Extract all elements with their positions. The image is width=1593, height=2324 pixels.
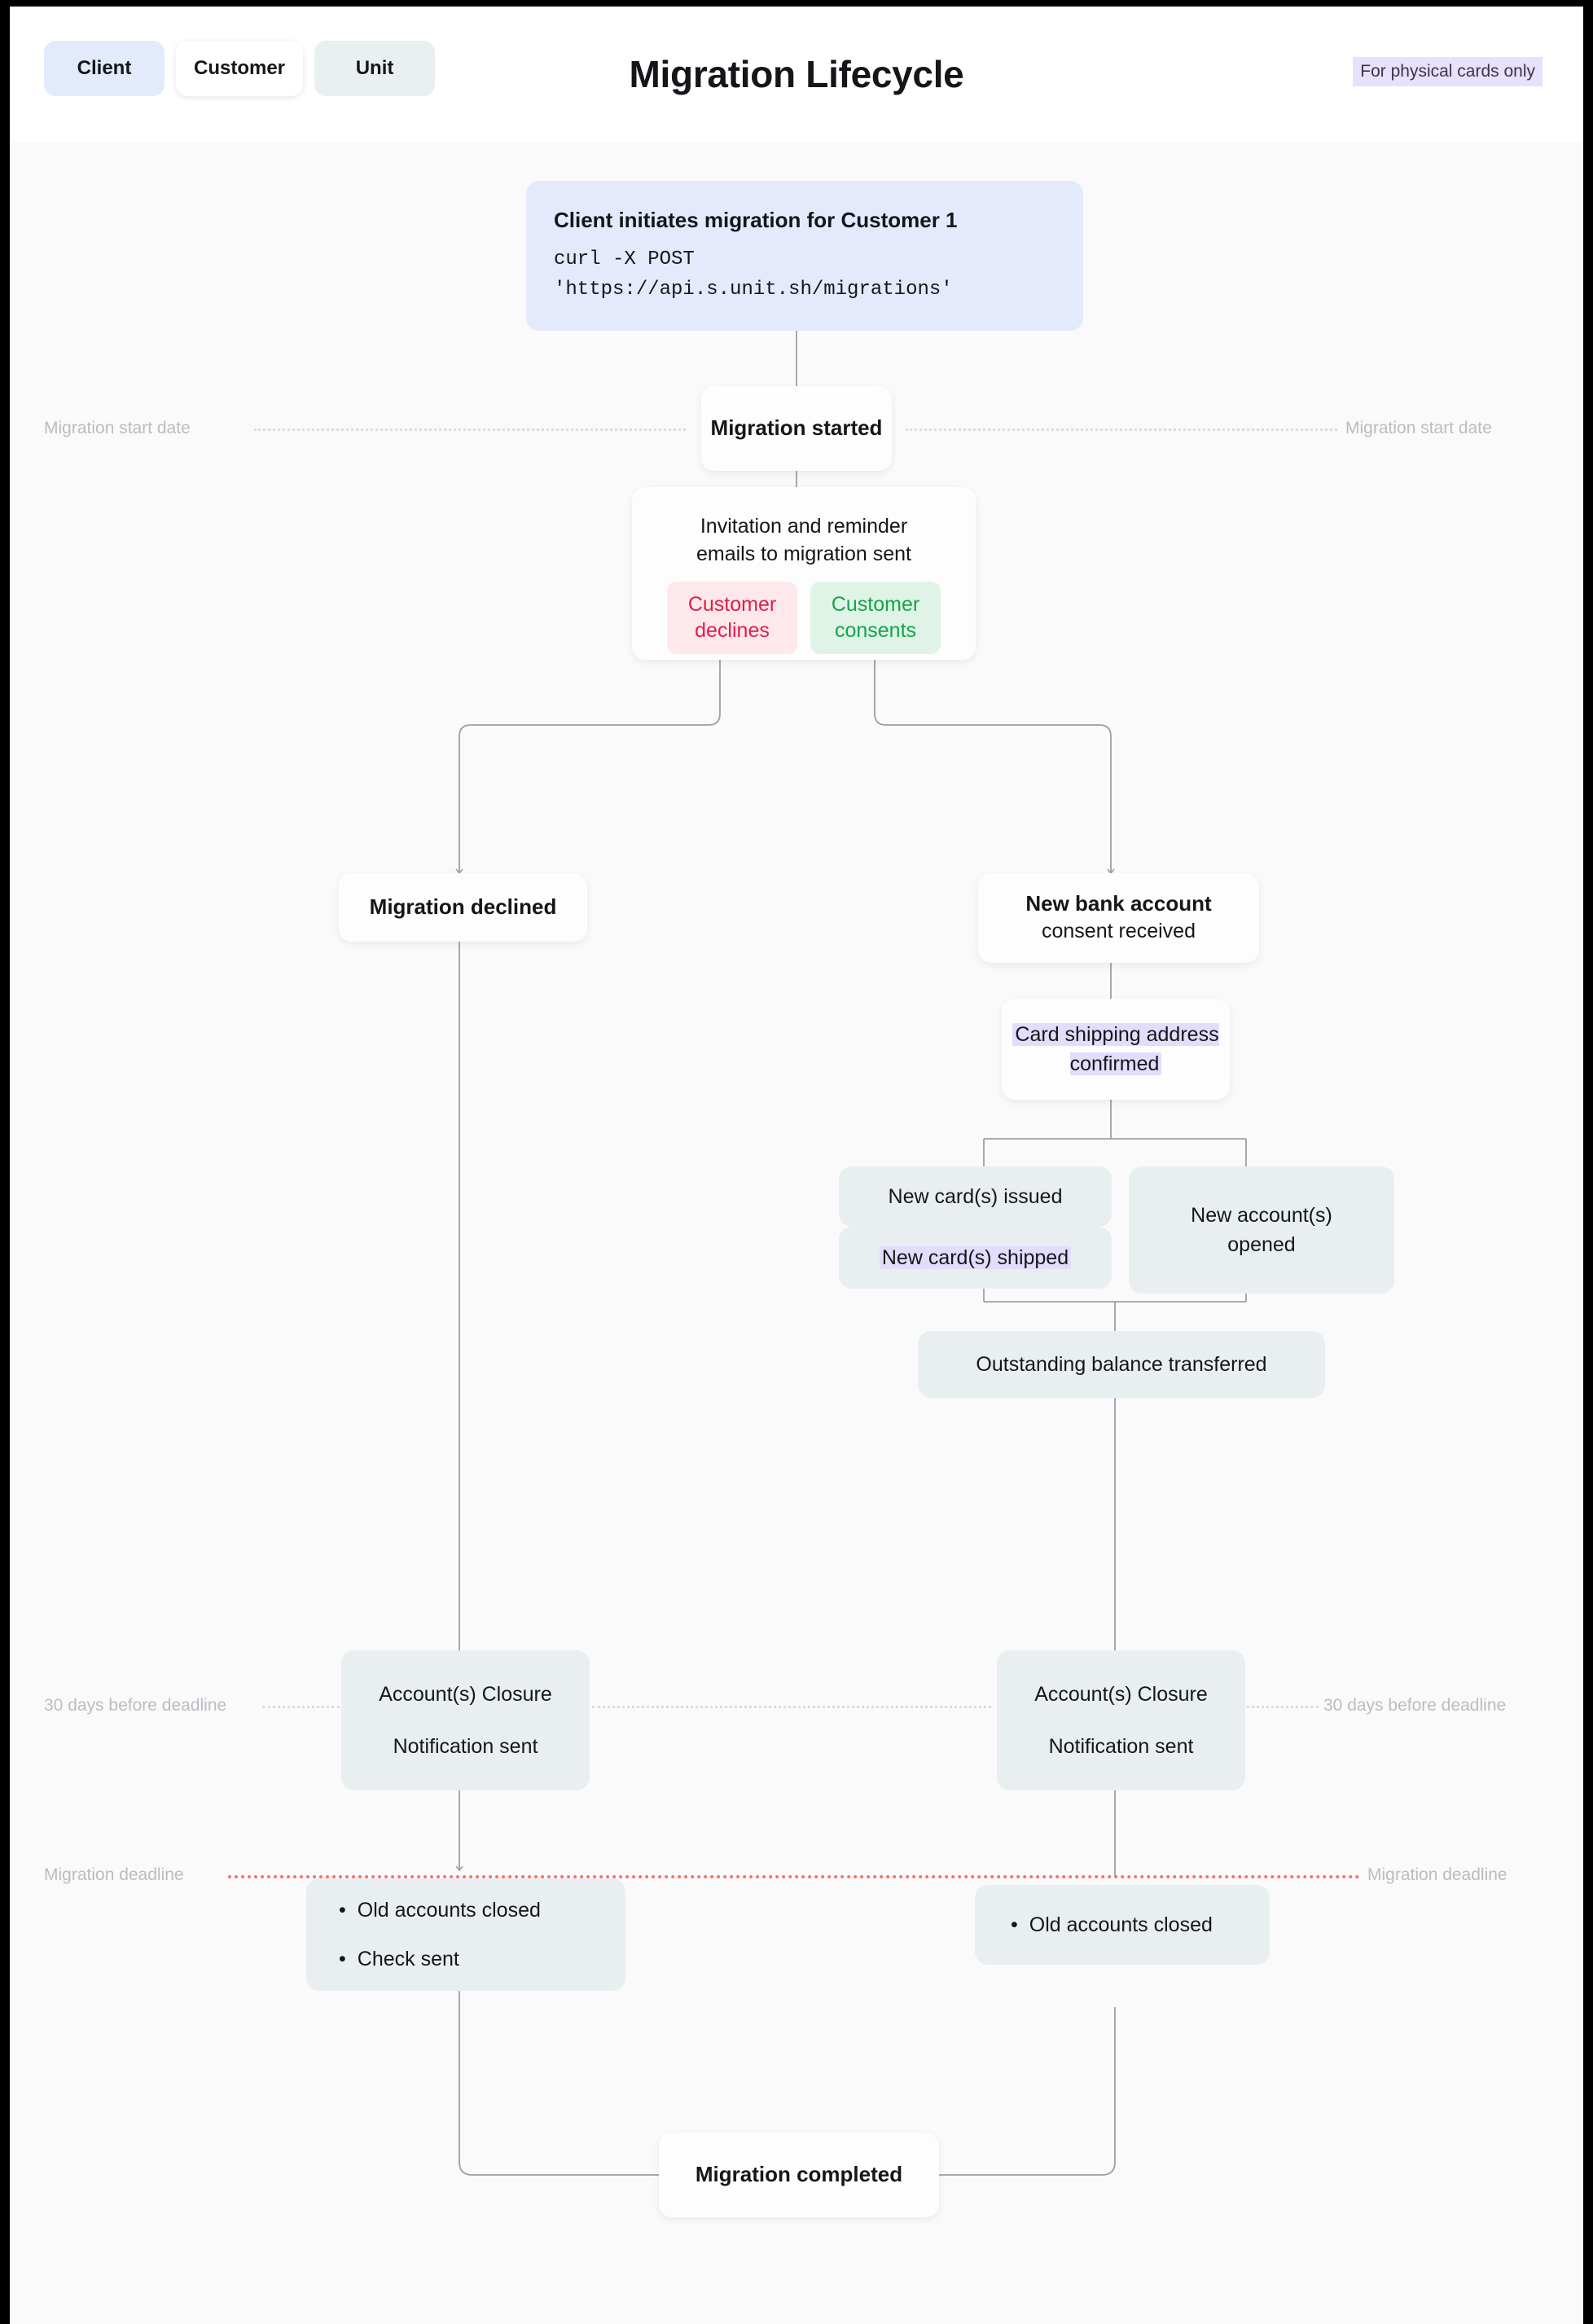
timeline-label-start-left: Migration start date <box>44 419 191 437</box>
node-cards-shipped-title: New card(s) shipped <box>879 1243 1072 1272</box>
node-after-deadline-left[interactable]: • Old accounts closed • Check sent <box>306 1878 625 1991</box>
node-closure-notification-left-line1: Account(s) Closure <box>379 1682 552 1706</box>
node-accounts-opened[interactable]: New account(s) opened <box>1129 1166 1394 1294</box>
timeline-line-30days-mid <box>592 1706 991 1708</box>
pill-customer-consents[interactable]: Customer consents <box>810 581 941 654</box>
timeline-label-start-right: Migration start date <box>1345 419 1492 437</box>
node-client-initiates-title: Client initiates migration for Customer … <box>554 207 958 232</box>
timeline-line-30days-right <box>1241 1706 1319 1708</box>
invitation-outcomes: Customer declines Customer consents <box>667 581 941 654</box>
timeline-line-deadline <box>228 1875 1360 1878</box>
node-cards-shipped[interactable]: New card(s) shipped <box>839 1227 1112 1289</box>
node-cards-issued[interactable]: New card(s) issued <box>839 1166 1112 1227</box>
legend-chip-customer[interactable]: Customer <box>176 41 304 96</box>
node-migration-declined-title: Migration declined <box>369 894 557 920</box>
pill-customer-declines[interactable]: Customer declines <box>667 581 797 654</box>
flow-canvas: Migration start date Migration start dat… <box>10 142 1583 2324</box>
bullet-dot: • <box>339 1948 346 1970</box>
list-item: • Check sent <box>339 1947 541 1971</box>
timeline-line-30days-left <box>262 1706 340 1708</box>
legend-chip-customer-label: Customer <box>194 57 286 79</box>
node-client-initiates-code: curl -X POST 'https://api.s.unit.sh/migr… <box>554 248 953 301</box>
after-deadline-right-list: • Old accounts closed <box>1011 1913 1213 1937</box>
node-balance-transferred-title: Outstanding balance transferred <box>976 1352 1267 1376</box>
after-deadline-right-item-0: Old accounts closed <box>1029 1913 1213 1936</box>
bullet-dot: • <box>1011 1913 1018 1936</box>
legend-chip-unit[interactable]: Unit <box>314 41 436 96</box>
node-balance-transferred[interactable]: Outstanding balance transferred <box>918 1331 1325 1398</box>
list-item: • Old accounts closed <box>339 1898 541 1922</box>
node-migration-started[interactable]: Migration started <box>701 386 892 471</box>
node-migration-declined[interactable]: Migration declined <box>339 873 587 942</box>
timeline-label-deadline-left: Migration deadline <box>44 1865 184 1884</box>
node-closure-notification-right-line2: Notification sent <box>1048 1735 1194 1758</box>
node-card-shipping-address[interactable]: Card shipping address confirmed <box>1002 999 1230 1100</box>
after-deadline-left-item-1: Check sent <box>357 1948 459 1970</box>
pill-customer-declines-label: Customer declines <box>687 592 777 643</box>
after-deadline-left-item-0: Old accounts closed <box>357 1899 541 1922</box>
node-migration-started-title: Migration started <box>710 415 883 441</box>
highlight-card-shipping: Card shipping address confirmed <box>1012 1022 1219 1075</box>
legend: Client Customer Unit <box>44 41 436 96</box>
connector-lines <box>455 331 1247 2179</box>
node-closure-notification-right-line1: Account(s) Closure <box>1034 1682 1208 1706</box>
node-invitation-title: Invitation and reminder emails to migrat… <box>696 515 911 565</box>
node-new-bank-account-subtitle: consent received <box>1041 920 1196 943</box>
bullet-dot: • <box>339 1899 346 1922</box>
physical-cards-note: For physical cards only <box>1353 57 1543 87</box>
node-invitation[interactable]: Invitation and reminder emails to migrat… <box>632 487 976 660</box>
node-cards-issued-title: New card(s) issued <box>888 1184 1063 1208</box>
page-title: Migration Lifecycle <box>629 53 964 95</box>
diagram-page: Migration Lifecycle Client Customer Unit… <box>10 7 1583 2324</box>
node-migration-completed[interactable]: Migration completed <box>659 2133 939 2217</box>
node-migration-completed-title: Migration completed <box>695 2162 903 2187</box>
timeline-line-start-right <box>906 428 1337 431</box>
node-accounts-opened-title: New account(s) opened <box>1191 1203 1332 1256</box>
node-closure-notification-left[interactable]: Account(s) Closure Notification sent <box>341 1650 590 1790</box>
highlight-cards-shipped: New card(s) shipped <box>879 1245 1072 1269</box>
after-deadline-left-list: • Old accounts closed • Check sent <box>339 1898 541 1971</box>
node-closure-notification-left-line2: Notification sent <box>393 1735 538 1758</box>
timeline-label-deadline-right: Migration deadline <box>1367 1865 1507 1884</box>
node-client-initiates[interactable]: Client initiates migration for Customer … <box>526 181 1083 331</box>
timeline-label-30days-right: 30 days before deadline <box>1323 1696 1507 1715</box>
node-new-bank-account[interactable]: New bank account consent received <box>978 873 1259 963</box>
timeline-label-30days-left: 30 days before deadline <box>44 1696 227 1715</box>
pill-customer-consents-label: Customer consents <box>831 592 920 643</box>
list-item: • Old accounts closed <box>1011 1913 1213 1937</box>
node-new-bank-account-title: New bank account <box>1025 891 1212 916</box>
node-after-deadline-right[interactable]: • Old accounts closed <box>975 1885 1270 1965</box>
page-header: Migration Lifecycle Client Customer Unit… <box>10 7 1583 142</box>
legend-chip-unit-label: Unit <box>355 57 394 79</box>
legend-chip-client-label: Client <box>77 57 132 79</box>
timeline-line-start-left <box>254 428 686 431</box>
node-card-shipping-address-title: Card shipping address confirmed <box>1002 1020 1230 1079</box>
legend-chip-client[interactable]: Client <box>44 41 165 96</box>
node-closure-notification-right[interactable]: Account(s) Closure Notification sent <box>997 1650 1245 1790</box>
